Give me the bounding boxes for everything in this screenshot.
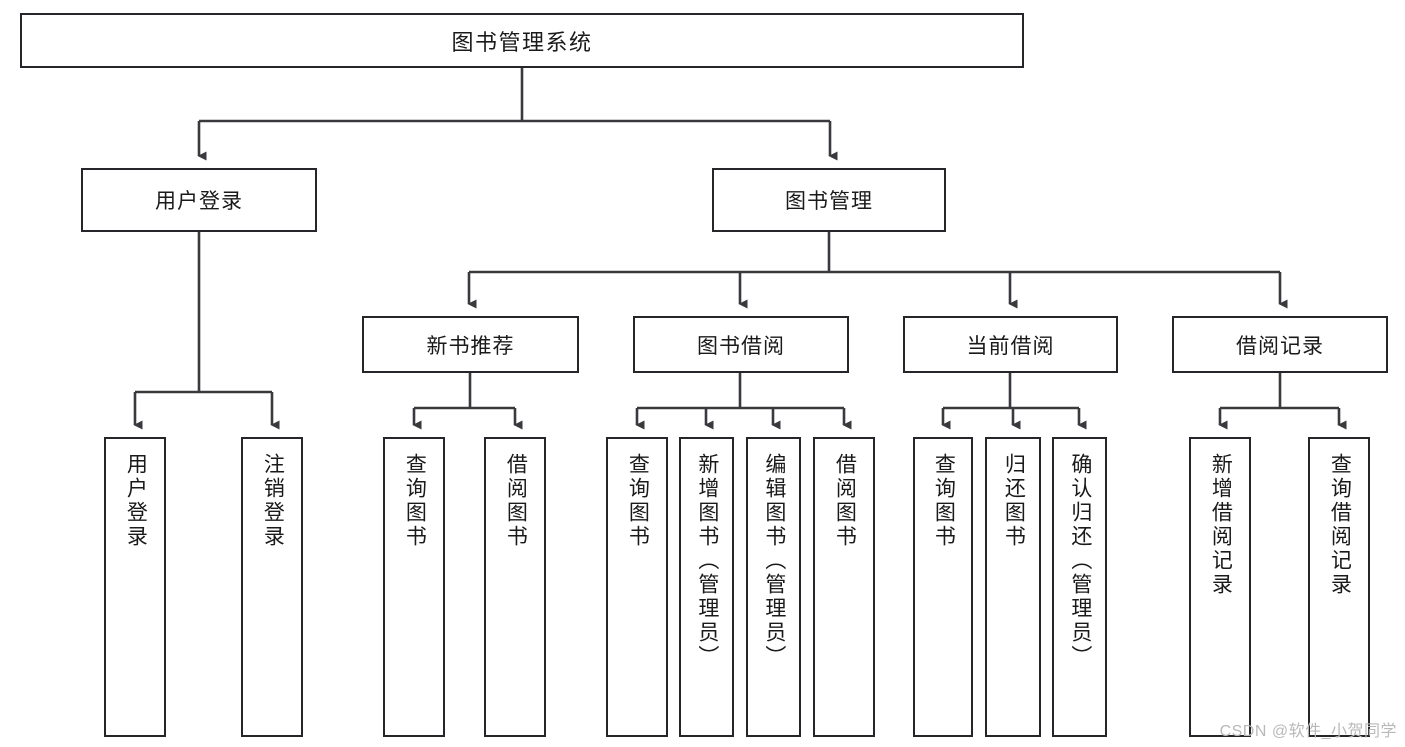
node-leaf-query-book-current[interactable]: 查询图书 (913, 437, 973, 737)
node-leaf-query-borrow-record-label: 查询借阅记录 (1328, 453, 1352, 597)
node-level2-new-book-recommend-label: 新书推荐 (426, 334, 515, 358)
node-leaf-add-borrow-record[interactable]: 新增借阅记录 (1189, 437, 1251, 737)
node-leaf-query-book-current-label: 查询图书 (932, 453, 956, 549)
watermark: CSDN @软件_小贺同学 (1219, 723, 1397, 740)
node-leaf-edit-book-admin[interactable]: 编辑图书（管理员） (746, 437, 801, 737)
node-level1-book-management[interactable]: 图书管理 (712, 168, 946, 232)
node-leaf-query-book-recommend[interactable]: 查询图书 (383, 437, 445, 737)
node-leaf-add-borrow-record-label: 新增借阅记录 (1209, 453, 1233, 597)
node-level1-book-management-label: 图书管理 (785, 190, 873, 213)
node-root[interactable]: 图书管理系统 (20, 13, 1024, 68)
node-level2-borrow-records-label: 借阅记录 (1236, 334, 1324, 358)
node-leaf-borrow-book-label: 借阅图书 (833, 453, 857, 549)
node-leaf-logout[interactable]: 注销登录 (241, 437, 303, 737)
node-level2-new-book-recommend[interactable]: 新书推荐 (362, 316, 579, 373)
node-leaf-user-login[interactable]: 用户登录 (104, 437, 166, 737)
node-level1-user-login[interactable]: 用户登录 (81, 168, 317, 232)
node-leaf-return-book[interactable]: 归还图书 (985, 437, 1041, 737)
node-leaf-confirm-return-admin-label: 确认归还（管理员） (1068, 453, 1092, 669)
node-leaf-edit-book-admin-label: 编辑图书（管理员） (762, 453, 786, 669)
node-leaf-borrow-book[interactable]: 借阅图书 (813, 437, 875, 737)
node-level2-current-borrow[interactable]: 当前借阅 (903, 316, 1118, 373)
node-level1-user-login-label: 用户登录 (155, 190, 243, 213)
node-level2-book-borrow-label: 图书借阅 (697, 334, 785, 358)
node-leaf-user-login-label: 用户登录 (124, 453, 148, 549)
node-leaf-add-book-admin[interactable]: 新增图书（管理员） (679, 437, 734, 737)
node-level2-current-borrow-label: 当前借阅 (966, 334, 1055, 358)
node-root-label: 图书管理系统 (451, 29, 593, 55)
node-leaf-add-book-admin-label: 新增图书（管理员） (695, 453, 719, 669)
node-leaf-borrow-book-recommend-label: 借阅图书 (504, 453, 528, 549)
node-leaf-query-book-borrow[interactable]: 查询图书 (606, 437, 668, 737)
node-level2-book-borrow[interactable]: 图书借阅 (633, 316, 849, 373)
node-leaf-query-borrow-record[interactable]: 查询借阅记录 (1308, 437, 1370, 737)
node-leaf-logout-label: 注销登录 (261, 453, 285, 549)
node-leaf-query-book-borrow-label: 查询图书 (626, 453, 650, 549)
node-level2-borrow-records[interactable]: 借阅记录 (1172, 316, 1388, 373)
node-leaf-query-book-recommend-label: 查询图书 (403, 453, 427, 549)
node-leaf-return-book-label: 归还图书 (1002, 453, 1026, 549)
node-leaf-borrow-book-recommend[interactable]: 借阅图书 (484, 437, 546, 737)
node-leaf-confirm-return-admin[interactable]: 确认归还（管理员） (1052, 437, 1107, 737)
